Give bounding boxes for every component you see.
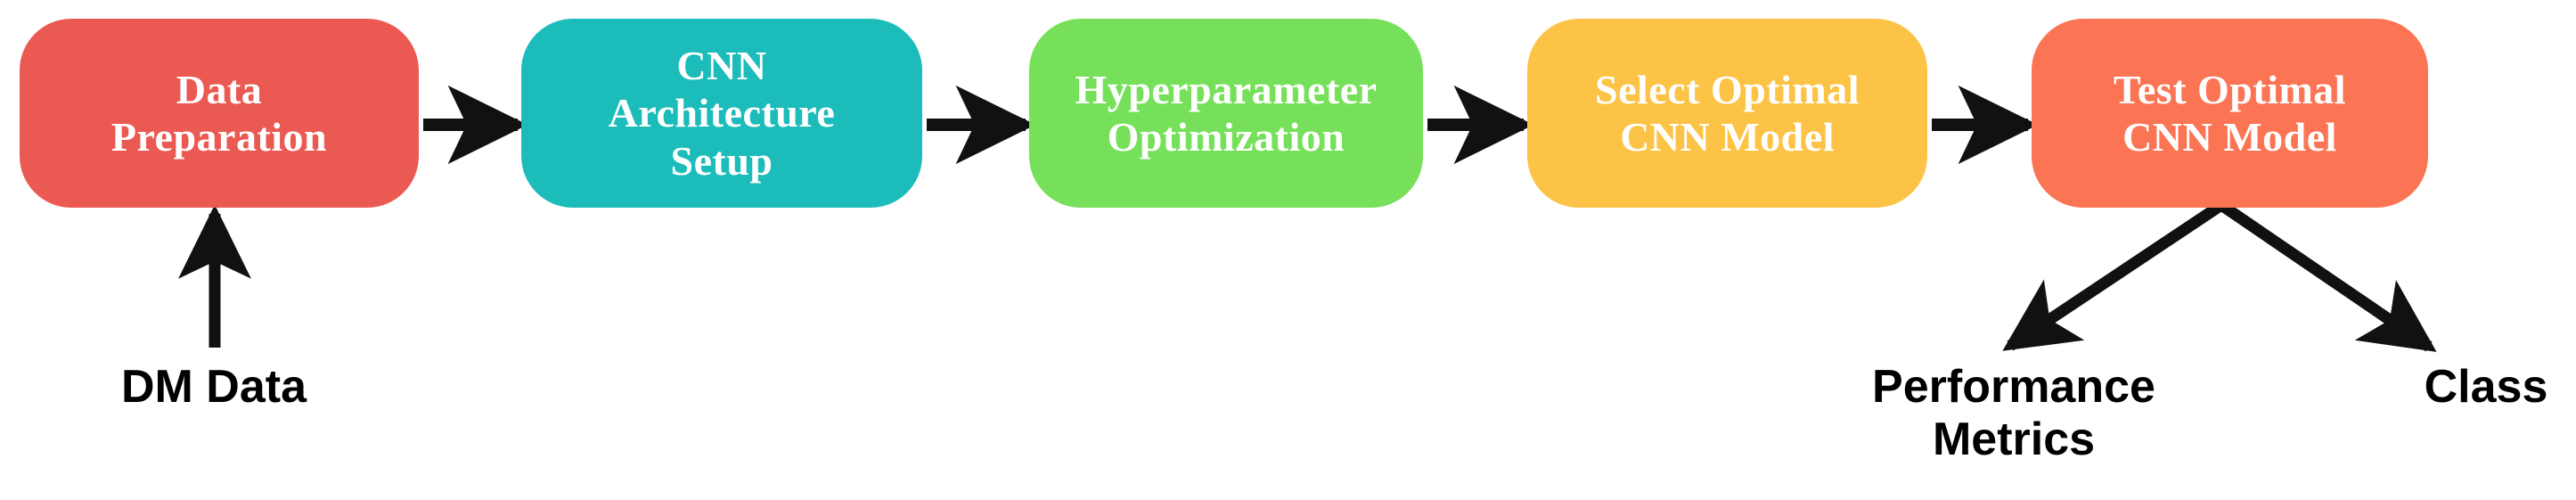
node-test-optimal-cnn-model[interactable]: Test Optimal CNN Model [2032, 19, 2428, 208]
node-label-select-optimal-cnn-model: Select Optimal CNN Model [1595, 66, 1860, 160]
node-select-optimal-cnn-model[interactable]: Select Optimal CNN Model [1527, 19, 1927, 208]
node-label-test-optimal-cnn-model: Test Optimal CNN Model [2113, 66, 2347, 160]
node-cnn-architecture-setup[interactable]: CNN Architecture Setup [521, 19, 922, 208]
node-label-data-preparation: Data Preparation [110, 66, 328, 160]
label-class: Class [2424, 361, 2548, 413]
label-dm-data: DM Data [120, 361, 307, 413]
node-hyperparameter-optimization[interactable]: Hyperparameter Optimization [1029, 19, 1423, 208]
connector-test-to-class [2218, 200, 2437, 352]
node-data-preparation[interactable]: Data Preparation [20, 19, 419, 208]
connector-test-to-performance-metrics [2002, 200, 2225, 351]
label-performance-metrics: Performance Metrics [1872, 361, 2155, 466]
node-label-cnn-architecture-setup: CNN Architecture Setup [608, 42, 836, 184]
node-label-hyperparameter-optimization: Hyperparameter Optimization [1075, 66, 1378, 160]
